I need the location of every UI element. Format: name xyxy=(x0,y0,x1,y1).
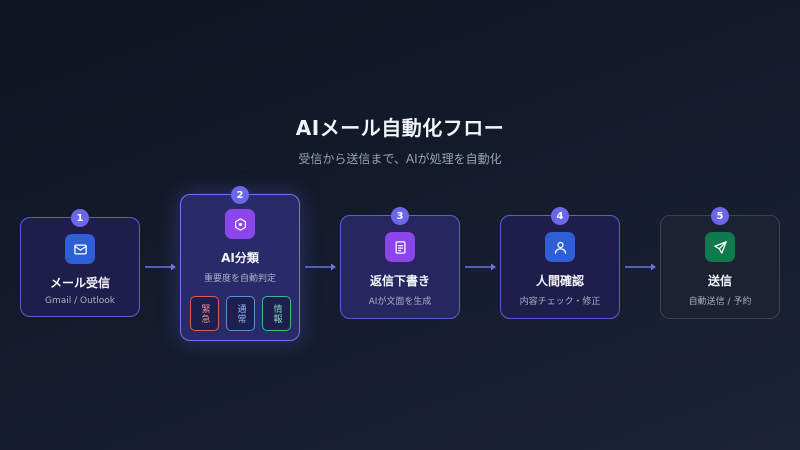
step-subtitle: 重要度を自動判定 xyxy=(203,274,276,284)
step-number-badge: 5 xyxy=(711,207,729,225)
step-card-classify[interactable]: 2 AI分類 重要度を自動判定 緊急 通常 情報 xyxy=(180,186,300,341)
step-title: メール受信 xyxy=(49,276,110,290)
send-icon xyxy=(705,232,735,262)
step-number-badge: 1 xyxy=(71,209,89,227)
user-icon xyxy=(545,232,575,262)
step-number-badge: 4 xyxy=(551,207,569,225)
mail-icon xyxy=(65,234,95,264)
ai-chip-icon xyxy=(225,209,255,239)
step-subtitle: AIが文面を生成 xyxy=(368,297,432,307)
page-title: AIメール自動化フロー xyxy=(295,116,505,140)
step-title: AI分類 xyxy=(221,251,259,265)
tag-normal: 通常 xyxy=(225,296,255,331)
tag-urgent: 緊急 xyxy=(189,296,219,331)
step-number-badge: 2 xyxy=(231,186,249,204)
step-card-send[interactable]: 5 送信 自動送信 / 予約 xyxy=(660,207,780,319)
arrow-right-icon xyxy=(145,263,176,271)
step-title: 送信 xyxy=(707,274,732,288)
arrow-right-icon xyxy=(465,263,496,271)
step-card-review[interactable]: 4 人間確認 内容チェック・修正 xyxy=(500,207,620,319)
page-subtitle: 受信から送信まで、AIが処理を自動化 xyxy=(298,152,502,166)
arrow-right-icon xyxy=(305,263,336,271)
step-title: 人間確認 xyxy=(535,274,584,288)
document-icon xyxy=(385,232,415,262)
arrow-right-icon xyxy=(625,263,656,271)
tag-info: 情報 xyxy=(261,296,291,331)
priority-tags: 緊急 通常 情報 xyxy=(189,296,291,331)
step-card-draft[interactable]: 3 返信下書き AIが文面を生成 xyxy=(340,207,460,319)
step-subtitle: 自動送信 / 予約 xyxy=(688,297,752,307)
step-subtitle: 内容チェック・修正 xyxy=(519,297,601,307)
step-card-receive[interactable]: 1 メール受信 Gmail / Outlook xyxy=(20,209,140,317)
step-title: 返信下書き xyxy=(369,274,430,288)
step-number-badge: 3 xyxy=(391,207,409,225)
step-subtitle: Gmail / Outlook xyxy=(44,296,116,306)
